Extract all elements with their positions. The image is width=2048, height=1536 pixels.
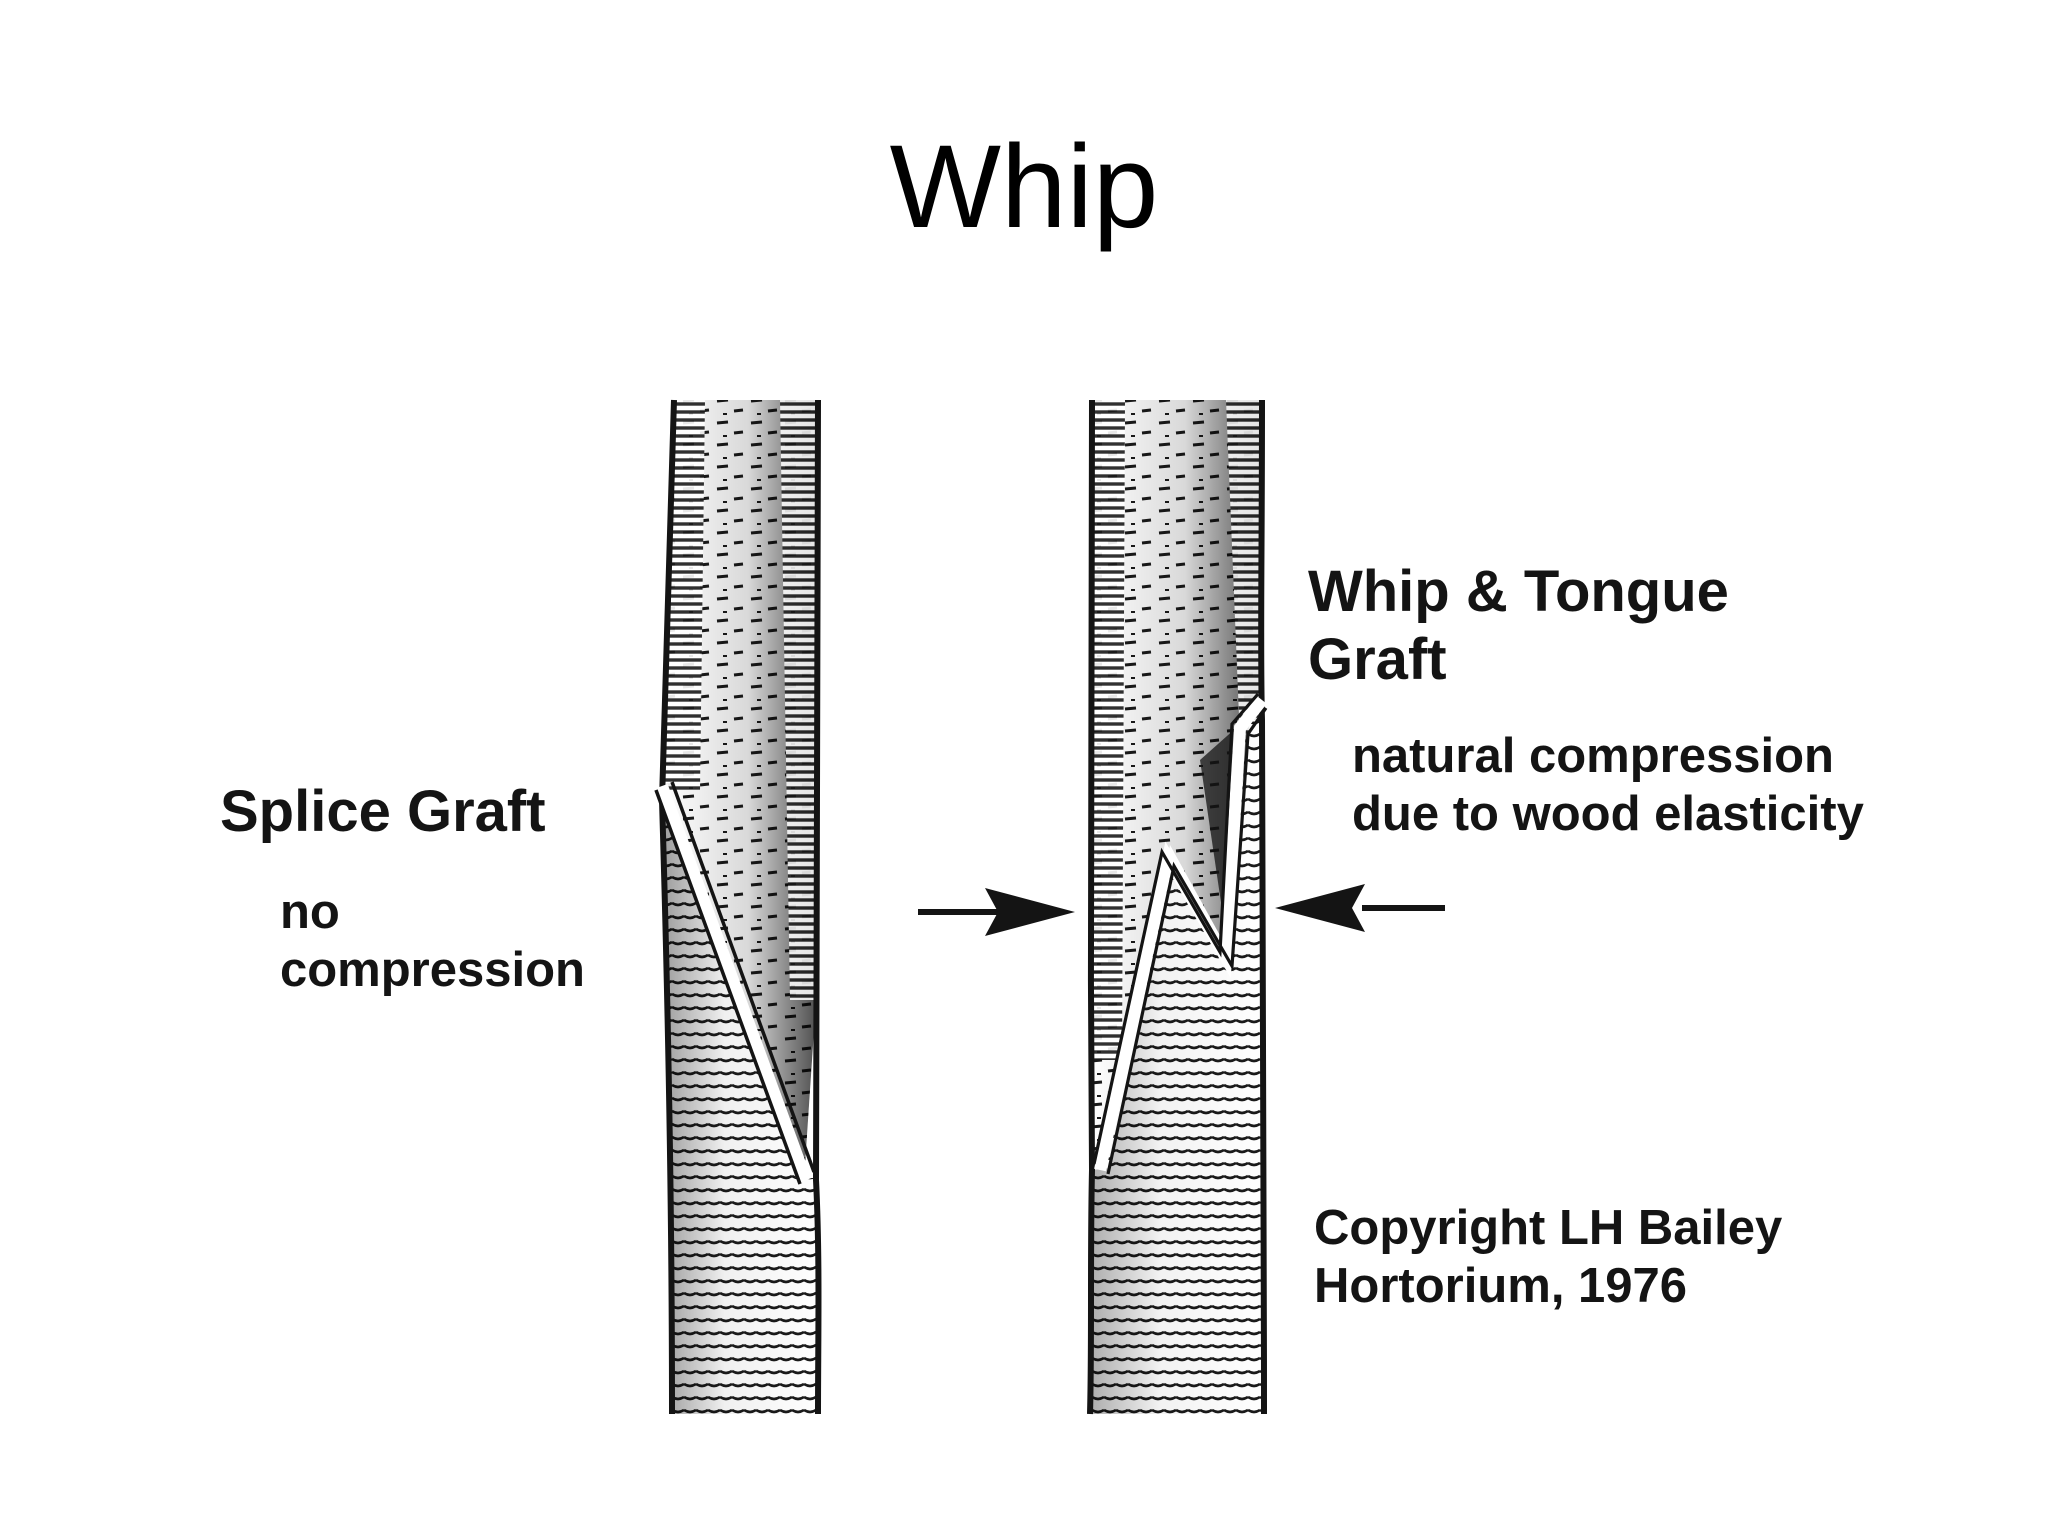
whip-tongue-graft-label: Whip & Tongue Graft <box>1308 559 1729 693</box>
compression-arrow-right <box>1275 884 1445 932</box>
splice-cut-line <box>656 783 812 1183</box>
splice-graft-stem <box>654 399 822 1415</box>
splice-graft-label: Splice Graft <box>220 779 546 844</box>
splice-graft-note: no compression <box>280 885 585 997</box>
whip-tongue-graft-stem <box>1087 399 1268 1415</box>
slide-title: Whip <box>889 121 1159 253</box>
copyright-credit: Copyright LH Bailey Hortorium, 1976 <box>1314 1201 1783 1313</box>
compression-arrow-left <box>918 888 1075 936</box>
whip-tongue-graft-note: natural compression due to wood elastici… <box>1352 729 1864 841</box>
